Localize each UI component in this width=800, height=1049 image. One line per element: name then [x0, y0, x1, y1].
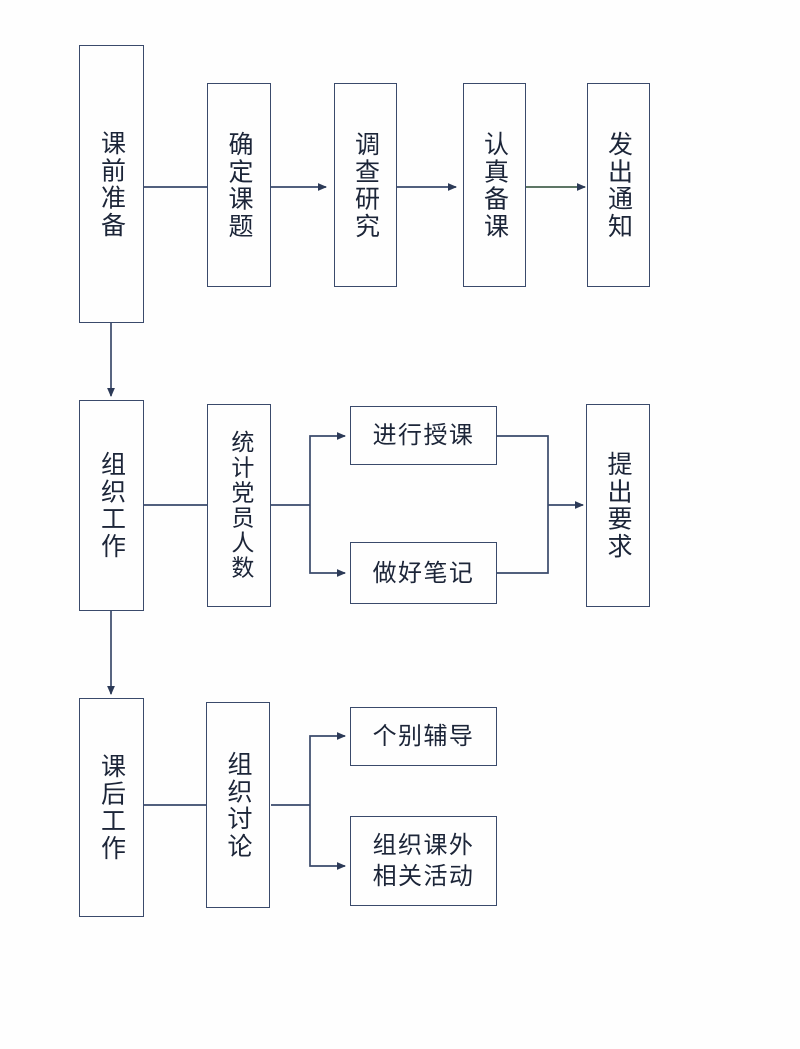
node-after-class-work[interactable]: 课后工作	[79, 698, 144, 917]
node-label: 调查研究	[351, 130, 381, 240]
node-label: 课前准备	[97, 129, 127, 239]
node-extra-activity[interactable]: 组织课外 相关活动	[350, 816, 497, 906]
wire-split-to-activity	[309, 805, 346, 870]
node-confirm-topic[interactable]: 确定课题	[207, 83, 271, 287]
node-organize-discuss[interactable]: 组织讨论	[206, 702, 270, 908]
node-label: 进行授课	[372, 421, 475, 450]
node-investigate[interactable]: 调查研究	[334, 83, 397, 287]
wire-split-to-lesson	[309, 432, 346, 505]
node-prepare-lesson[interactable]: 认真备课	[463, 83, 526, 287]
node-label: 提出要求	[604, 451, 633, 560]
node-label: 发出通知	[604, 130, 634, 240]
node-label: 统计党员人数	[226, 430, 253, 581]
wire-notes-to-merge	[497, 505, 549, 574]
node-organize-work[interactable]: 组织工作	[79, 400, 144, 611]
node-label: 组织讨论	[224, 750, 253, 860]
wire-lesson-to-merge	[497, 435, 549, 505]
node-label-line1: 组织课外	[372, 830, 475, 859]
node-label: 个别辅导	[372, 722, 475, 751]
node-raise-requirement[interactable]: 提出要求	[586, 404, 650, 607]
wire-split-to-tutor	[309, 732, 346, 805]
node-individual-tutor[interactable]: 个别辅导	[350, 707, 497, 766]
node-pre-class-prep[interactable]: 课前准备	[79, 45, 144, 323]
wire-split-to-notes	[309, 505, 346, 577]
node-label: 组织工作	[97, 451, 127, 560]
node-label: 课后工作	[97, 753, 127, 862]
node-label: 做好笔记	[372, 558, 475, 587]
node-label: 认真备课	[480, 130, 510, 240]
node-send-notice[interactable]: 发出通知	[587, 83, 650, 287]
node-give-lesson[interactable]: 进行授课	[350, 406, 497, 465]
node-count-members[interactable]: 统计党员人数	[207, 404, 271, 607]
node-label-line2: 相关活动	[372, 862, 475, 890]
node-take-notes[interactable]: 做好笔记	[350, 542, 497, 604]
node-label: 确定课题	[225, 130, 254, 240]
